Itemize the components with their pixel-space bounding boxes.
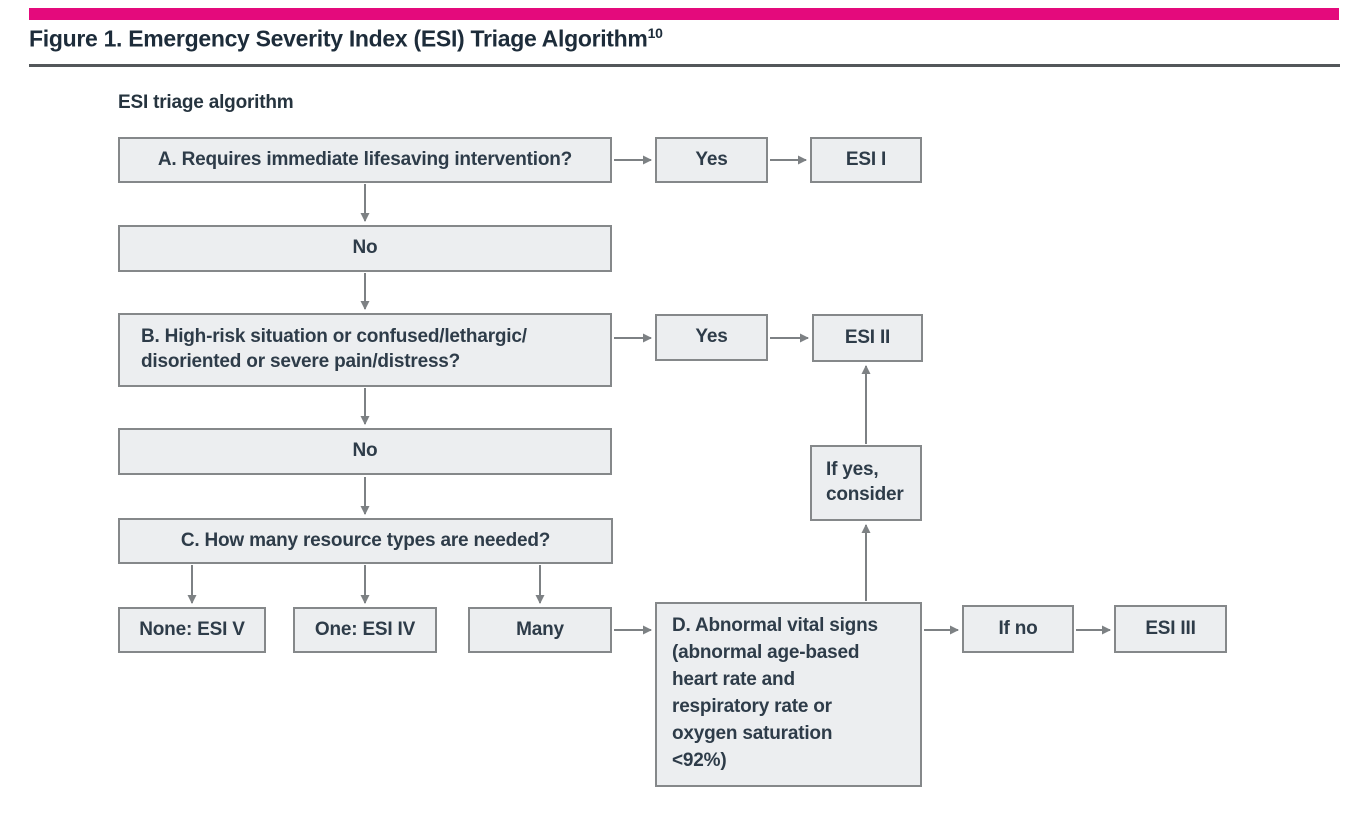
title-divider bbox=[29, 64, 1340, 67]
flow-node-no-2: No bbox=[118, 428, 612, 475]
flow-node-d-vital-signs: D. Abnormal vital signs (abnormal age-ba… bbox=[655, 602, 922, 787]
figure-title: Figure 1. Emergency Severity Index (ESI)… bbox=[29, 25, 663, 53]
diagram-label: ESI triage algorithm bbox=[118, 92, 294, 113]
flow-node-yes-b: Yes bbox=[655, 314, 768, 361]
accent-bar bbox=[29, 8, 1339, 20]
flow-node-many: Many bbox=[468, 607, 612, 653]
flow-node-if-no: If no bbox=[962, 605, 1074, 653]
figure-title-text: Figure 1. Emergency Severity Index (ESI)… bbox=[29, 25, 648, 52]
flow-node-no-1: No bbox=[118, 225, 612, 272]
flow-node-esi-2: ESI II bbox=[812, 314, 923, 362]
flow-node-none-esi-5: None: ESI V bbox=[118, 607, 266, 653]
flow-node-one-esi-4: One: ESI IV bbox=[293, 607, 437, 653]
figure-title-superscript: 10 bbox=[647, 25, 663, 41]
flow-node-c-resources-question: C. How many resource types are needed? bbox=[118, 518, 613, 564]
flow-node-if-yes-consider: If yes, consider bbox=[810, 445, 922, 521]
flow-node-yes-a: Yes bbox=[655, 137, 768, 183]
flow-node-b-high-risk-question: B. High-risk situation or confused/letha… bbox=[118, 313, 612, 387]
flow-node-esi-3: ESI III bbox=[1114, 605, 1227, 653]
flow-node-a-lifesaving-question: A. Requires immediate lifesaving interve… bbox=[118, 137, 612, 183]
flow-node-esi-1: ESI I bbox=[810, 137, 922, 183]
